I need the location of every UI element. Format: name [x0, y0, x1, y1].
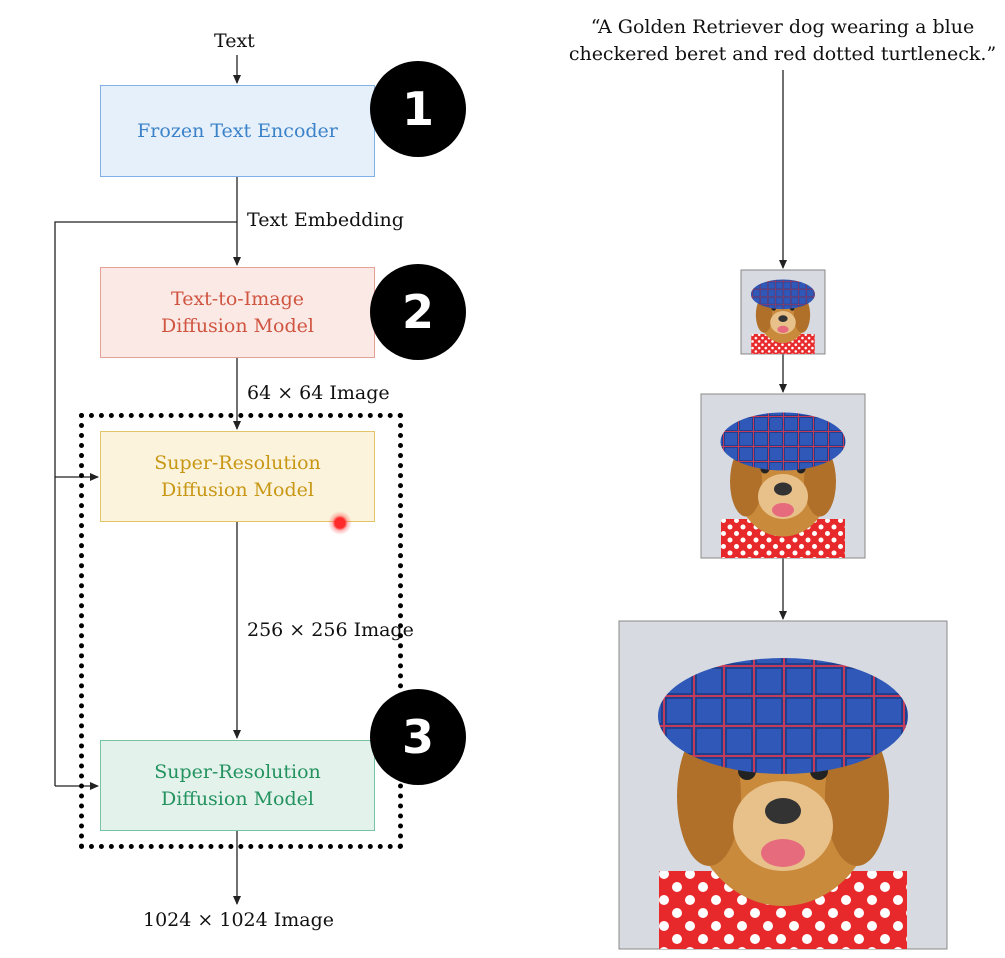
dog-image-64 — [740, 269, 826, 355]
step-badge-3: 3 — [370, 689, 466, 785]
image-256-label: 256 × 256 Image — [247, 619, 414, 641]
text-embedding-label: Text Embedding — [247, 209, 404, 231]
super-resolution-block-2: Super-Resolution Diffusion Model — [100, 740, 375, 831]
frozen-text-encoder-label: Frozen Text Encoder — [137, 119, 338, 142]
prompt-line-1: “A Golden Retriever dog wearing a blue — [590, 16, 975, 38]
dog-image-1024 — [618, 620, 948, 950]
prompt-line-2: checkered beret and red dotted turtlenec… — [568, 43, 997, 65]
prompt-caption: “A Golden Retriever dog wearing a blue c… — [545, 14, 1005, 68]
embedding-side-line — [54, 221, 237, 786]
text-to-image-block: Text-to-Image Diffusion Model — [100, 267, 375, 358]
super-resolution-1-label-line1: Super-Resolution — [154, 451, 321, 474]
image-1024-label: 1024 × 1024 Image — [143, 909, 335, 931]
frozen-text-encoder-block: Frozen Text Encoder — [100, 85, 375, 177]
step-badge-2: 2 — [370, 264, 466, 360]
super-resolution-1-label-line2: Diffusion Model — [161, 478, 314, 501]
super-resolution-block-1: Super-Resolution Diffusion Model — [100, 431, 375, 522]
text-to-image-label-line1: Text-to-Image — [171, 287, 304, 310]
super-resolution-2-label-line1: Super-Resolution — [154, 760, 321, 783]
input-text-label: Text — [214, 30, 255, 52]
dog-image-256 — [700, 393, 866, 559]
super-resolution-group-outline — [79, 413, 403, 849]
text-to-image-label-line2: Diffusion Model — [161, 314, 314, 337]
super-resolution-2-label-line2: Diffusion Model — [161, 787, 314, 810]
image-64-label: 64 × 64 Image — [247, 382, 390, 404]
step-badge-1: 1 — [370, 61, 466, 157]
pointer-highlight-dot — [328, 511, 352, 535]
